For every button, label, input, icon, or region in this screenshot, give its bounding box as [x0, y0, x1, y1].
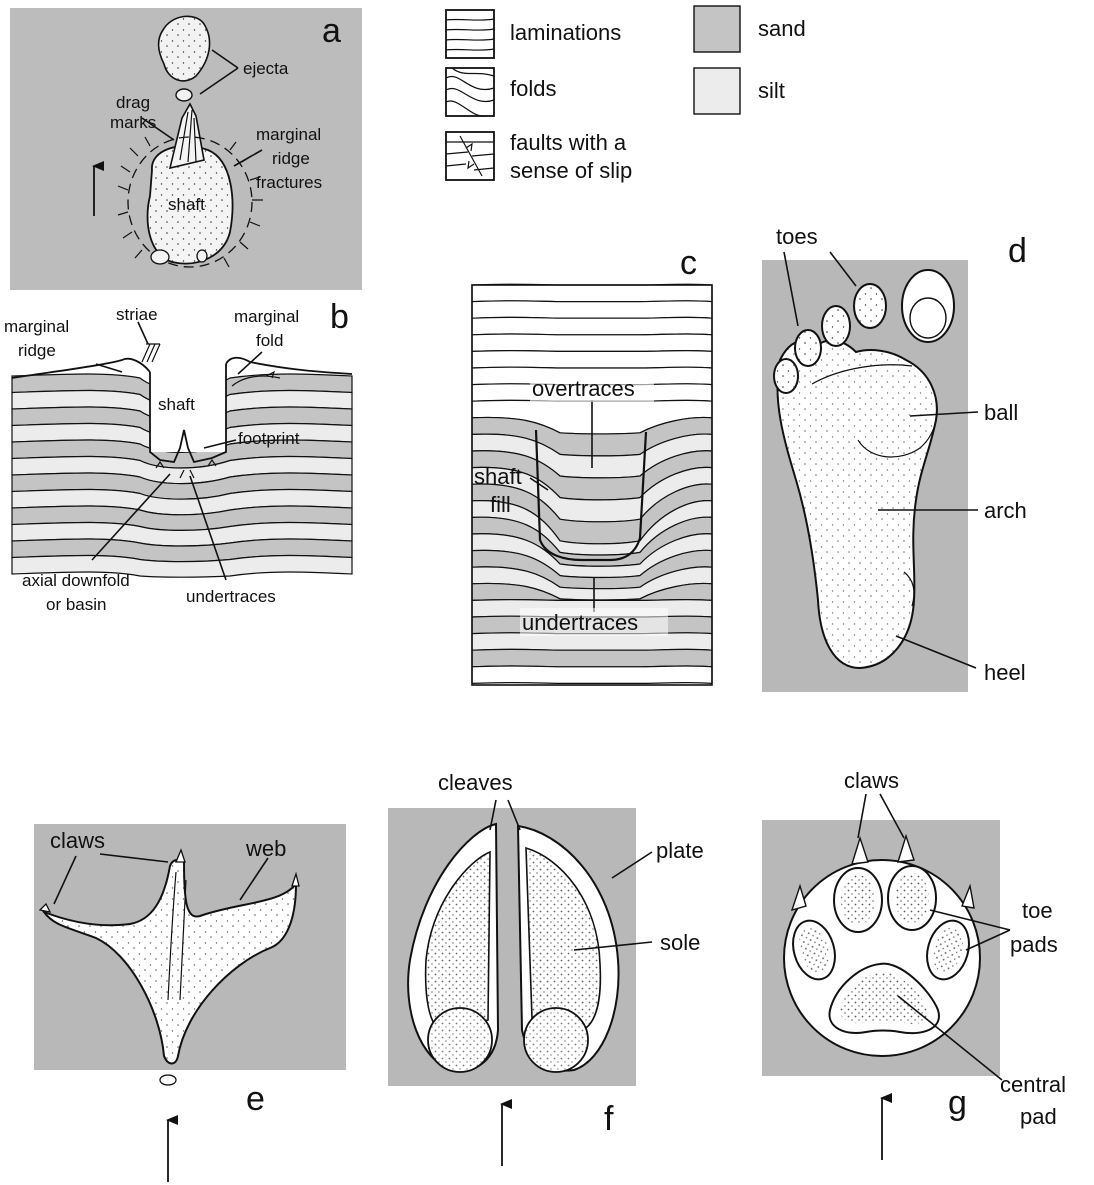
- panel-c-layer: [472, 666, 712, 683]
- toe-pads-label-1: toe: [1022, 898, 1053, 923]
- axial-label-1: axial downfold: [22, 571, 130, 590]
- web-label: web: [245, 836, 286, 861]
- claws-label-e: claws: [50, 828, 105, 853]
- legend-silt-swatch: [694, 68, 740, 114]
- marginal-label-2: ridge: [272, 149, 310, 168]
- sole-label: sole: [660, 930, 700, 955]
- legend-faults-swatch: [446, 132, 494, 180]
- legend-sand-label: sand: [758, 16, 806, 41]
- ejecta-fragment-1: [151, 250, 169, 264]
- ejecta-fragment-2: [197, 250, 207, 262]
- panel-b-letter: b: [330, 298, 349, 336]
- undertraces-label-c: undertraces: [522, 610, 638, 635]
- panel-c-layer: [472, 317, 712, 334]
- marginal-label-1: marginal: [256, 125, 321, 144]
- cleaves-label: cleaves: [438, 770, 513, 795]
- toe-pads-label-2: pads: [1010, 932, 1058, 957]
- legend-faults-label-1: faults with a: [510, 130, 627, 155]
- panel-c-layer: [472, 351, 712, 368]
- panel-c-layer: [472, 301, 712, 318]
- ball-label: ball: [984, 400, 1018, 425]
- panel-d-letter: d: [1008, 232, 1027, 270]
- drag-marks-label-2: marks: [110, 113, 156, 132]
- panel-f-letter: f: [604, 1100, 614, 1138]
- legend-folds-label: folds: [510, 76, 556, 101]
- legend-sand-swatch: [694, 6, 740, 52]
- toes-label: toes: [776, 224, 818, 249]
- panel-e: claws web e: [34, 824, 346, 1182]
- panel-b: b striae marginal ridge marginal fold sh…: [4, 298, 352, 614]
- fill-label-c: fill: [490, 492, 511, 517]
- panel-c-layer: [472, 649, 712, 666]
- overtraces-label: overtraces: [532, 376, 635, 401]
- shaft-label-c: shaft: [474, 464, 522, 489]
- marginal-fold-label-2: fold: [256, 331, 283, 350]
- ejecta-small: [176, 89, 192, 101]
- panel-a-letter: a: [322, 12, 341, 50]
- panel-c-letter: c: [680, 244, 697, 282]
- plate-label: plate: [656, 838, 704, 863]
- legend-laminations-swatch: [446, 10, 494, 58]
- legend-folds-swatch: [446, 68, 494, 116]
- panel-c: c overtraces shaft fill undertraces: [472, 244, 712, 685]
- panel-d: d toes ball arch heel: [762, 224, 1027, 692]
- panel-g-letter: g: [948, 1084, 967, 1122]
- panel-f: cleaves plate sole f: [388, 770, 704, 1166]
- panel-c-layer: [472, 284, 712, 301]
- footprint-label: footprint: [238, 429, 300, 448]
- shaft-label-b: shaft: [158, 395, 195, 414]
- undertraces-label-b: undertraces: [186, 587, 276, 606]
- central-pad-label-1: central: [1000, 1072, 1066, 1097]
- marginal-label-3: fractures: [256, 173, 322, 192]
- legend-laminations-label: laminations: [510, 20, 621, 45]
- panel-c-layer: [472, 334, 712, 351]
- ejecta-label: ejecta: [243, 59, 289, 78]
- panel-e-letter: e: [246, 1080, 265, 1118]
- marginal-ridge-label-2: ridge: [18, 341, 56, 360]
- heel-label: heel: [984, 660, 1026, 685]
- legend-faults-label-2: sense of slip: [510, 158, 632, 183]
- panel-a: a ejecta drag marks marginal ridge fract…: [10, 8, 362, 290]
- marginal-fold-label-1: marginal: [234, 307, 299, 326]
- legend: laminations folds faults with a sense of…: [446, 6, 806, 183]
- arch-label: arch: [984, 498, 1027, 523]
- panel-g: claws toe pads central pad g: [762, 768, 1066, 1160]
- striae-label: striae: [116, 305, 158, 324]
- marginal-ridge-label-1: marginal: [4, 317, 69, 336]
- drag-marks-label-1: drag: [116, 93, 150, 112]
- claws-label-g: claws: [844, 768, 899, 793]
- legend-silt-label: silt: [758, 78, 785, 103]
- central-pad-label-2: pad: [1020, 1104, 1057, 1129]
- shaft-label-a: shaft: [168, 195, 205, 214]
- axial-label-2: or basin: [46, 595, 106, 614]
